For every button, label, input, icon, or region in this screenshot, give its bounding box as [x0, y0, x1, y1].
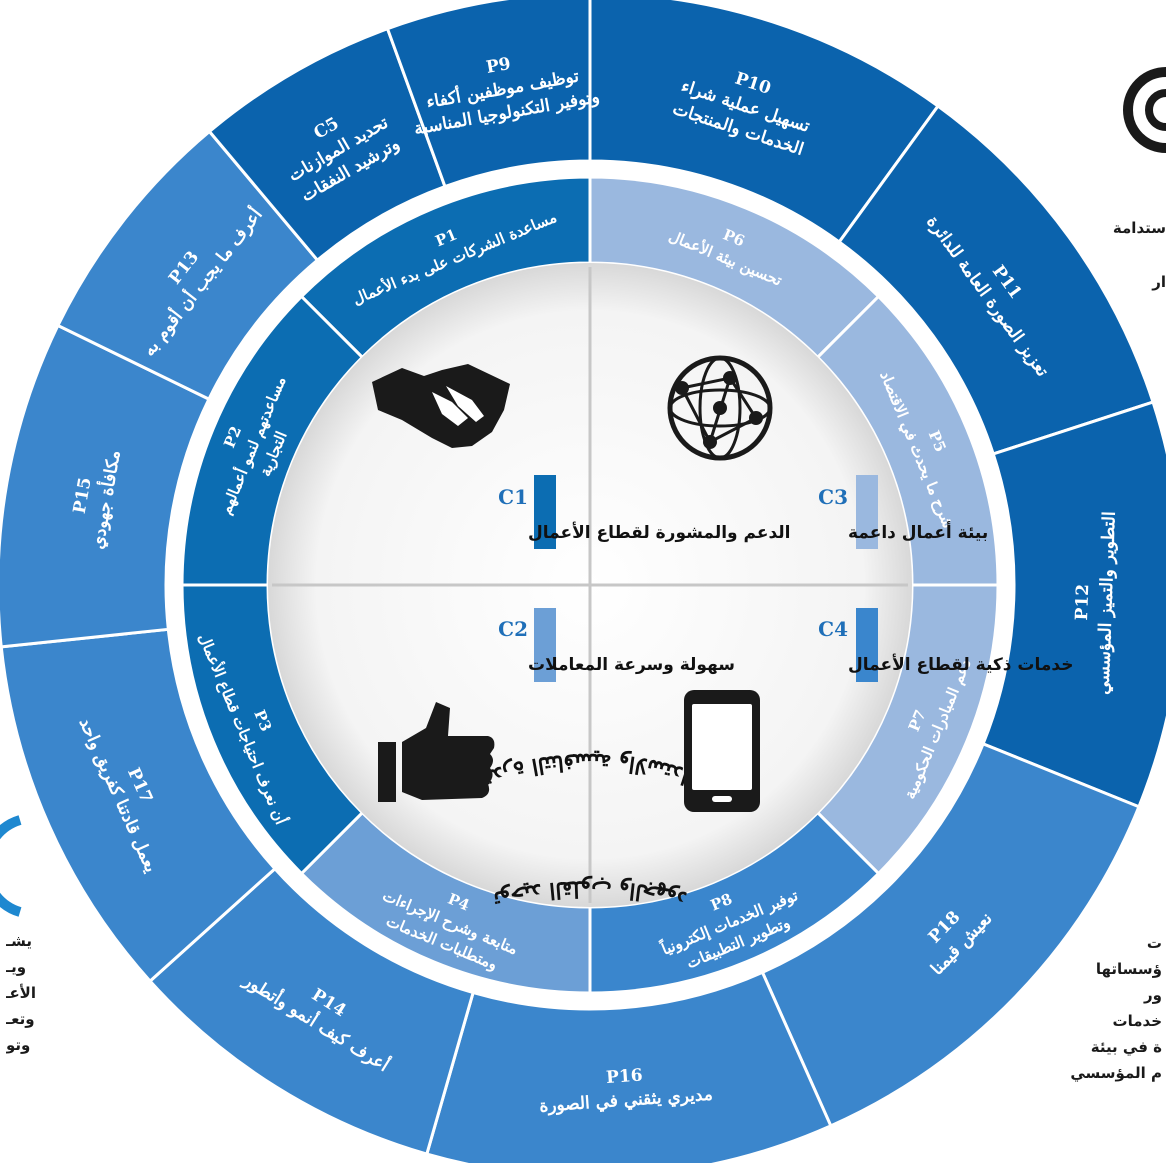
quadrant-code: C2	[498, 617, 528, 641]
quadrant-label: بيئة أعمال داعمة	[848, 521, 988, 543]
side-line: وتعـ	[6, 1010, 35, 1028]
side-line: ستدامة	[1112, 219, 1166, 237]
quadrant-code: C3	[818, 485, 848, 509]
quadrant-code: C1	[498, 485, 528, 509]
thumbs-up-icon	[378, 702, 495, 802]
side-line: خدمات	[1112, 1012, 1162, 1030]
side-line: ويـ	[6, 958, 27, 976]
side-line: ة في بيئة	[1090, 1038, 1162, 1056]
quadrant-dividers	[272, 267, 908, 903]
quadrant-label: الدعم والمشورة لقطاع الأعمال	[528, 522, 791, 543]
left-logo-partial-icon	[0, 815, 22, 917]
globe-network-icon	[667, 355, 773, 461]
quadrant-bar	[534, 475, 556, 549]
icons	[372, 355, 773, 812]
logo-partial-icon	[1123, 67, 1166, 153]
side-line: وتو	[6, 1036, 31, 1054]
smartphone-icon	[684, 690, 760, 812]
quadrant-label: خدمات ذكية لقطاع الأعمال	[848, 654, 1073, 675]
quadrant-label: سهولة وسرعة المعاملات	[528, 655, 735, 675]
side-line: يشـ	[6, 932, 33, 950]
side-line: ت	[1146, 934, 1162, 952]
quadrant-bar	[534, 608, 556, 682]
side-text-right: ت ؤسساتها ور خدمات ة في بيئة م المؤسسي	[1042, 930, 1162, 1086]
side-line: ؤسساتها	[1095, 960, 1162, 978]
side-line: ور	[1144, 986, 1162, 1004]
side-text-left: يشـ ويـ الأعـ وتعـ وتو	[6, 928, 36, 1058]
segment-code: P9	[485, 54, 513, 78]
outer-segment	[385, 0, 592, 189]
quadrant-code: C4	[818, 617, 848, 641]
side-line: ار	[1152, 273, 1166, 291]
side-line: م المؤسسي	[1070, 1064, 1162, 1082]
handshake-icon	[372, 364, 510, 448]
segment-code: P16	[606, 1066, 644, 1088]
quadrant-bar	[856, 608, 878, 682]
quadrant-bar	[856, 475, 878, 549]
side-text-top-right: ستدامة ار	[1096, 215, 1166, 295]
side-line: الأعـ	[6, 984, 36, 1002]
inner-ring	[180, 175, 1000, 995]
segment-code: P12	[1072, 584, 1093, 621]
